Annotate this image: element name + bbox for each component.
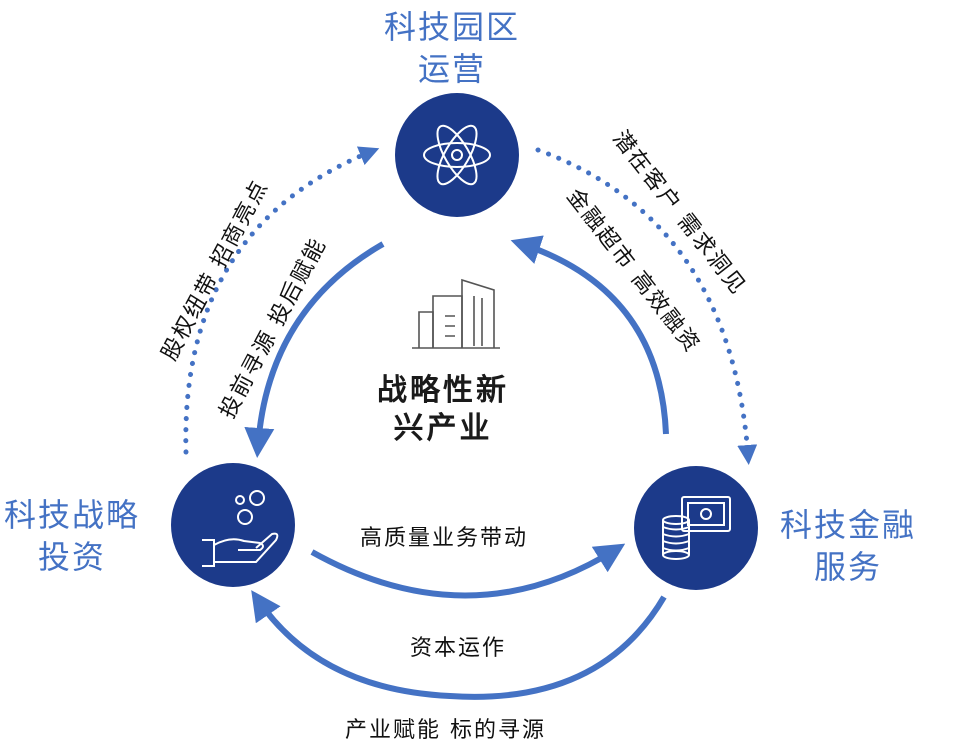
center-label: 战略性新 兴产业 xyxy=(377,372,509,448)
caption-bottom-inner: 高质量业务带动 xyxy=(360,526,529,551)
node-label-park-line1: 科技园区 xyxy=(384,8,521,46)
node-label-investment: 科技战略 投资 xyxy=(4,494,140,578)
caption-bottom-middle: 资本运作 xyxy=(410,636,507,661)
node-finance xyxy=(634,466,758,590)
arrow-investment-to-finance xyxy=(310,543,626,599)
hand-coins-icon xyxy=(202,490,279,567)
arrow-finance-to-investment xyxy=(251,590,667,700)
node-label-park-line2: 运营 xyxy=(418,50,487,88)
dotted-arrow-investment-to-park xyxy=(183,146,380,455)
center-label-line2: 兴产业 xyxy=(393,411,493,446)
buildings-icon xyxy=(412,278,500,349)
center-label-line1: 战略性新 xyxy=(377,373,509,408)
node-label-park: 科技园区 运营 xyxy=(384,6,520,90)
caption-bottom-outer: 产业赋能 标的寻源 xyxy=(345,718,546,743)
node-label-finance: 科技金融 服务 xyxy=(780,504,916,588)
node-investment xyxy=(171,463,295,587)
node-label-investment-line1: 科技战略 xyxy=(4,496,141,534)
arrow-park-to-investment xyxy=(244,241,385,458)
node-park xyxy=(395,93,519,217)
node-label-finance-line1: 科技金融 xyxy=(780,506,917,544)
arrow-finance-to-park xyxy=(510,235,669,435)
atom-icon xyxy=(423,124,491,186)
node-label-finance-line2: 服务 xyxy=(814,548,883,586)
dotted-arrow-park-to-finance xyxy=(535,147,758,465)
node-label-investment-line2: 投资 xyxy=(38,538,107,576)
money-coins-icon xyxy=(662,496,731,560)
